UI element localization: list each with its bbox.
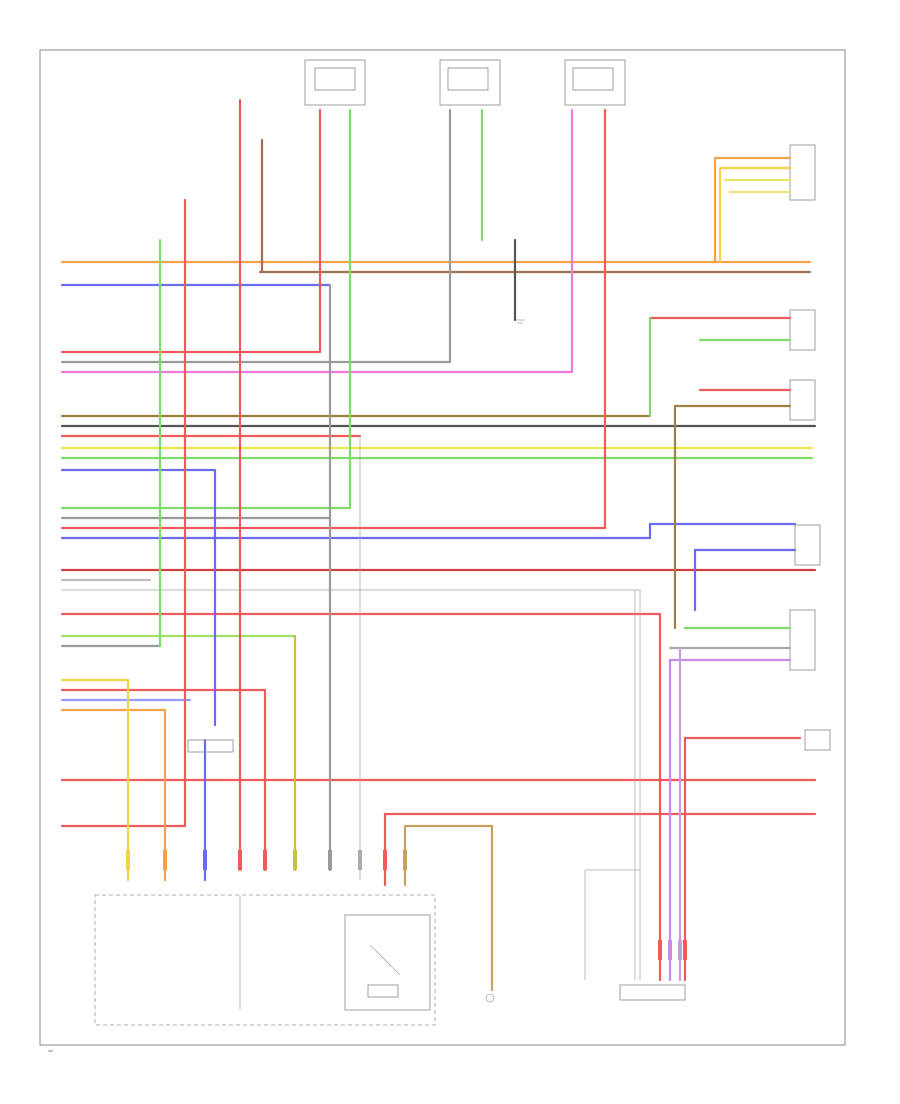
relay-box	[344, 914, 431, 1011]
sensor-connector-2	[447, 67, 489, 91]
transmission-box	[804, 729, 831, 751]
relay-coil	[367, 984, 399, 998]
brake-switch-box-2	[789, 379, 816, 421]
module-connector-pins	[126, 850, 687, 960]
relay-switch	[369, 944, 401, 976]
sensor-connector-3	[572, 67, 614, 91]
sensor-box-right	[794, 524, 821, 566]
control-module-outline	[94, 894, 436, 1026]
sensor-connector-1	[314, 67, 356, 91]
footer-code: 4/5	[48, 1049, 53, 1053]
right-front-wheel-speed-sensor-box	[439, 59, 501, 106]
left-rear-wheel-speed-sensor-box	[564, 59, 626, 106]
diagram-frame	[39, 49, 846, 1046]
select-switch-box	[789, 144, 816, 201]
left-front-wheel-speed-sensor-box	[304, 59, 366, 106]
brake-switch-box-1	[789, 309, 816, 351]
connector-block-bottom	[619, 984, 686, 1001]
splice-block	[187, 739, 234, 753]
ground-symbol-1	[515, 319, 525, 324]
ground-symbol-2	[485, 993, 495, 1003]
control-unit-box	[789, 609, 816, 671]
